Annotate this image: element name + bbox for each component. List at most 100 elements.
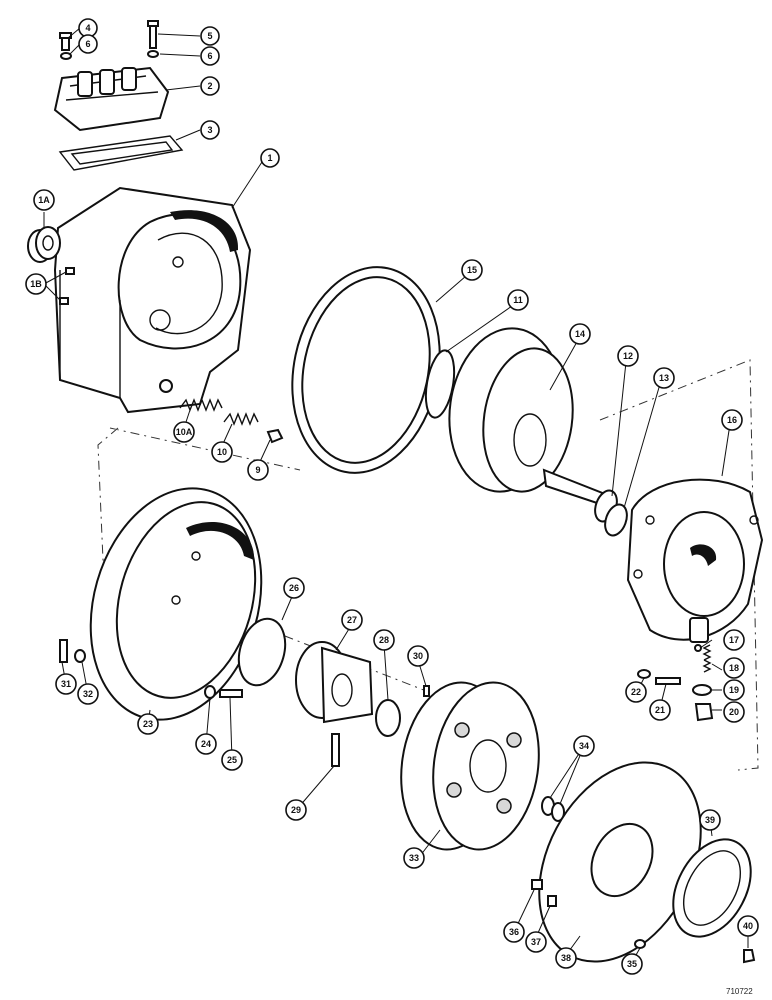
callout-10: 10	[211, 441, 233, 463]
callout-19: 19	[723, 679, 745, 701]
o-ring-26	[237, 617, 287, 687]
callout-25: 25	[221, 749, 243, 771]
callout-37: 37	[525, 931, 547, 953]
callout-12: 12	[617, 345, 639, 367]
callout-38: 38	[555, 947, 577, 969]
svg-text:33: 33	[409, 853, 419, 863]
plugs-1b	[59, 267, 75, 305]
callout-15: 15	[461, 259, 483, 281]
callout-18: 18	[723, 657, 745, 679]
svg-text:5: 5	[207, 31, 212, 41]
callout-6a: 6	[78, 34, 98, 54]
callout-23: 23	[137, 713, 159, 735]
cover-bolts	[59, 20, 159, 60]
svg-text:39: 39	[705, 815, 715, 825]
callout-33: 33	[403, 847, 425, 869]
callout-36: 36	[503, 921, 525, 943]
svg-text:10: 10	[217, 447, 227, 457]
pump-body-16	[626, 478, 764, 643]
callouts: 4 5 6 6 2 3 1 1A 1B 15 11 14 12 13 16 10…	[25, 18, 759, 975]
bolt-29	[331, 733, 340, 767]
svg-text:28: 28	[379, 635, 389, 645]
impeller-33	[400, 681, 540, 851]
callout-27: 27	[341, 609, 363, 631]
callout-13: 13	[653, 367, 675, 389]
svg-text:23: 23	[143, 719, 153, 729]
callout-26: 26	[283, 577, 305, 599]
callout-3: 3	[200, 120, 220, 140]
svg-text:9: 9	[255, 465, 260, 475]
svg-text:18: 18	[729, 663, 739, 673]
callout-35: 35	[621, 953, 643, 975]
svg-text:1: 1	[267, 153, 272, 163]
svg-text:3: 3	[207, 125, 212, 135]
svg-text:12: 12	[623, 351, 633, 361]
springs	[179, 398, 284, 444]
ring-39	[672, 838, 752, 938]
svg-text:35: 35	[627, 959, 637, 969]
pin-30	[423, 685, 430, 697]
svg-text:17: 17	[729, 635, 739, 645]
stator-hub-27	[295, 641, 374, 724]
svg-text:27: 27	[347, 615, 357, 625]
svg-text:40: 40	[743, 921, 753, 931]
callout-11: 11	[507, 289, 529, 311]
converter-housing-23	[89, 487, 263, 721]
svg-text:10A: 10A	[176, 427, 193, 437]
svg-text:13: 13	[659, 373, 669, 383]
callout-32: 32	[77, 683, 99, 705]
svg-text:1B: 1B	[30, 279, 42, 289]
svg-text:11: 11	[513, 295, 523, 305]
svg-text:26: 26	[289, 583, 299, 593]
assembly-boundary	[97, 359, 759, 771]
callout-34: 34	[573, 735, 595, 757]
callout-5: 5	[200, 26, 220, 46]
transmission-housing	[53, 186, 252, 414]
svg-text:16: 16	[727, 415, 737, 425]
callout-40: 40	[737, 915, 759, 937]
svg-text:2: 2	[207, 81, 212, 91]
pump-hardware	[637, 644, 714, 722]
callout-17: 17	[723, 629, 745, 651]
callout-1: 1	[260, 148, 280, 168]
svg-text:29: 29	[291, 805, 301, 815]
svg-text:6: 6	[85, 39, 90, 49]
housing-gasket	[291, 266, 441, 474]
callout-31: 31	[55, 673, 77, 695]
callout-30: 30	[407, 645, 429, 667]
callout-21: 21	[649, 699, 671, 721]
callout-39: 39	[699, 809, 721, 831]
callout-16: 16	[721, 409, 743, 431]
callout-9: 9	[247, 459, 269, 481]
callout-29: 29	[285, 799, 307, 821]
svg-text:32: 32	[83, 689, 93, 699]
callout-1a: 1A	[33, 189, 55, 211]
small-hardware	[59, 639, 756, 964]
cover-gasket	[58, 135, 184, 171]
drum-14	[448, 327, 614, 510]
figure-reference-number: 710722	[726, 987, 753, 996]
svg-text:30: 30	[413, 651, 423, 661]
svg-text:19: 19	[729, 685, 739, 695]
svg-text:4: 4	[85, 23, 90, 33]
callout-24: 24	[195, 733, 217, 755]
svg-text:20: 20	[729, 707, 739, 717]
svg-text:14: 14	[575, 329, 585, 339]
flex-plate-38	[538, 761, 702, 963]
callout-20: 20	[723, 701, 745, 723]
callout-6b: 6	[200, 46, 220, 66]
washer-34b	[551, 802, 565, 822]
callout-10a: 10A	[173, 421, 195, 443]
callout-14: 14	[569, 323, 591, 345]
svg-text:21: 21	[655, 705, 665, 715]
ring-13	[604, 503, 628, 537]
svg-text:15: 15	[467, 265, 477, 275]
svg-text:25: 25	[227, 755, 237, 765]
svg-text:1A: 1A	[38, 195, 50, 205]
svg-text:34: 34	[579, 741, 589, 751]
svg-text:38: 38	[561, 953, 571, 963]
callout-28: 28	[373, 629, 395, 651]
callout-2: 2	[200, 76, 220, 96]
svg-text:31: 31	[61, 679, 71, 689]
